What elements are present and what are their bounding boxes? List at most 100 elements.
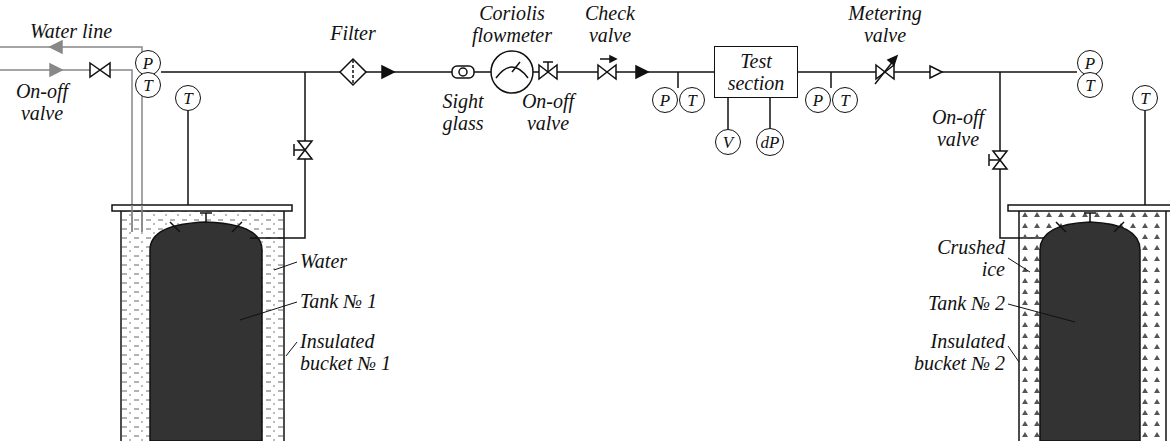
drawing-stroke xyxy=(598,65,616,79)
drawing-stroke xyxy=(274,262,297,270)
drawing-stroke xyxy=(200,212,212,214)
gauge-circle: V xyxy=(715,129,741,155)
drawing-stroke xyxy=(988,154,990,166)
label-holder: Coriolis flowmeter xyxy=(457,2,567,46)
gauge-circle: T xyxy=(679,87,705,113)
drawing-stroke xyxy=(452,66,474,78)
drawing-stroke xyxy=(491,51,533,93)
label-holder: Water line xyxy=(30,20,130,42)
drawing-stroke xyxy=(161,71,714,73)
part-label: Check valve xyxy=(585,2,635,46)
drawing-stroke xyxy=(382,66,394,78)
drawing-stroke xyxy=(1089,213,1091,222)
gauge-circle: T xyxy=(1077,72,1103,98)
gauge-letter: T xyxy=(143,77,152,94)
drawing-stroke xyxy=(286,342,297,356)
drawing-stroke xyxy=(232,222,242,232)
drawing-stroke xyxy=(512,62,520,72)
drawing-stroke xyxy=(240,302,297,320)
part-label: Metering valve xyxy=(848,2,921,46)
drawing-stroke xyxy=(131,205,133,232)
box-title: Test section xyxy=(719,50,793,94)
drawing-stroke xyxy=(1084,212,1096,214)
part-label: On-off valve xyxy=(522,90,574,134)
drawing-stroke xyxy=(1165,211,1167,441)
signal-line xyxy=(727,98,729,129)
part-label: Sight glass xyxy=(442,90,483,134)
drawing-stroke xyxy=(283,211,285,441)
drawing-stroke xyxy=(830,72,832,88)
label-holder: On-off valve xyxy=(513,90,583,134)
drawing-stroke xyxy=(187,111,189,205)
drawing-stroke xyxy=(888,56,897,65)
drawing-stroke xyxy=(1144,111,1146,205)
drawing-stroke xyxy=(1008,346,1019,362)
label-holder: Insulated bucket № 2 xyxy=(893,330,1005,374)
gauge-letter: V xyxy=(723,134,733,151)
drawing-stroke xyxy=(1008,258,1030,272)
drawing-stroke xyxy=(112,205,292,211)
gauge-letter: P xyxy=(660,92,670,109)
drawing-stroke xyxy=(294,149,305,151)
drawing-stroke xyxy=(1114,222,1124,232)
gauge-letter: dP xyxy=(761,134,780,151)
gauge-circle: T xyxy=(1132,85,1158,111)
gauge-circle: P xyxy=(652,87,678,113)
label-holder: On-off valve xyxy=(4,80,80,124)
gauge-letter: T xyxy=(1140,90,1149,107)
label-holder: Insulated bucket № 1 xyxy=(300,330,412,374)
gauge-circle: dP xyxy=(756,128,784,156)
drawing-stroke xyxy=(496,67,528,78)
part-label: Water line xyxy=(30,20,112,42)
gauge-letter: P xyxy=(143,55,153,72)
gauge-letter: T xyxy=(183,90,192,107)
gauge-letter: T xyxy=(840,92,849,109)
drawing-stroke xyxy=(543,61,553,63)
drawing-stroke xyxy=(340,59,366,85)
label-holder: Metering valve xyxy=(838,2,932,46)
part-label: Coriolis flowmeter xyxy=(472,2,552,46)
drawing-stroke xyxy=(1018,211,1020,441)
drawing-stroke xyxy=(150,222,262,441)
drawing-stroke xyxy=(170,222,180,232)
part-label: On-off valve xyxy=(932,106,984,150)
part-label: Tank № 1 xyxy=(300,290,377,312)
drawing-stroke xyxy=(547,62,549,72)
gauge-letter: P xyxy=(813,92,823,109)
drawing-stroke xyxy=(121,211,284,441)
gauge-letter: T xyxy=(687,92,696,109)
label-holder: Sight glass xyxy=(428,90,498,134)
signal-line xyxy=(769,98,771,128)
part-label: Water xyxy=(300,250,347,272)
label-holder: Water xyxy=(300,250,380,272)
drawing-stroke xyxy=(0,41,1170,441)
drawing-stroke xyxy=(90,63,110,77)
label-holder: On-off valve xyxy=(922,106,994,150)
drawing-stroke xyxy=(636,66,648,78)
part-label: Insulated bucket № 1 xyxy=(300,330,391,374)
drawing-stroke xyxy=(459,68,467,76)
drawing-stroke xyxy=(50,41,62,53)
gauge-circle: T xyxy=(135,72,161,98)
part-label: Insulated bucket № 2 xyxy=(914,330,1005,374)
drawing-stroke xyxy=(1056,222,1066,232)
gauge-letter: P xyxy=(1085,55,1095,72)
drawing-stroke xyxy=(205,213,207,222)
test-section-box: Test section xyxy=(714,46,798,98)
drawing-stroke xyxy=(1008,205,1170,211)
drawing-stroke xyxy=(1040,222,1140,441)
drawing-stroke xyxy=(120,211,122,441)
drawing-stroke xyxy=(677,72,679,88)
drawing-stroke xyxy=(989,159,1000,161)
gauge-letter: T xyxy=(1085,77,1094,94)
gauge-circle: T xyxy=(832,87,858,113)
gauge-circle: P xyxy=(805,87,831,113)
drawing-stroke xyxy=(930,66,942,78)
drawing-stroke xyxy=(610,56,616,62)
drawing-stroke xyxy=(293,144,295,156)
gauge-circle: T xyxy=(175,85,201,111)
label-holder: Crushed ice xyxy=(925,236,1005,280)
